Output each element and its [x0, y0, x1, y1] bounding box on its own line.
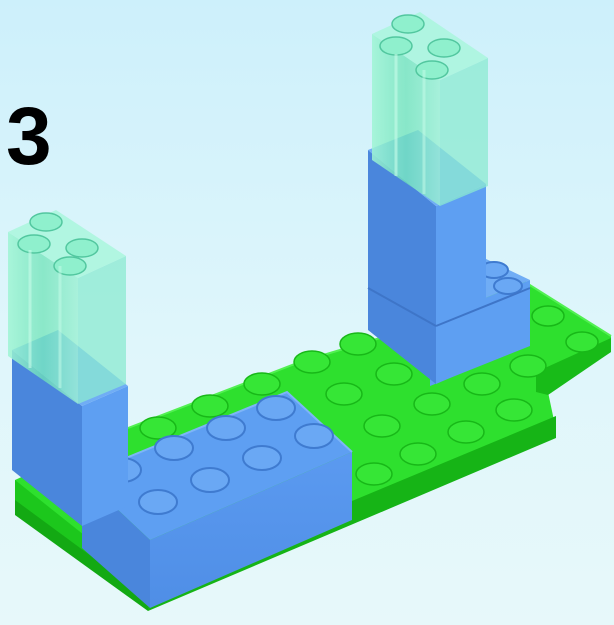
lego-model-illustration: [0, 0, 614, 625]
